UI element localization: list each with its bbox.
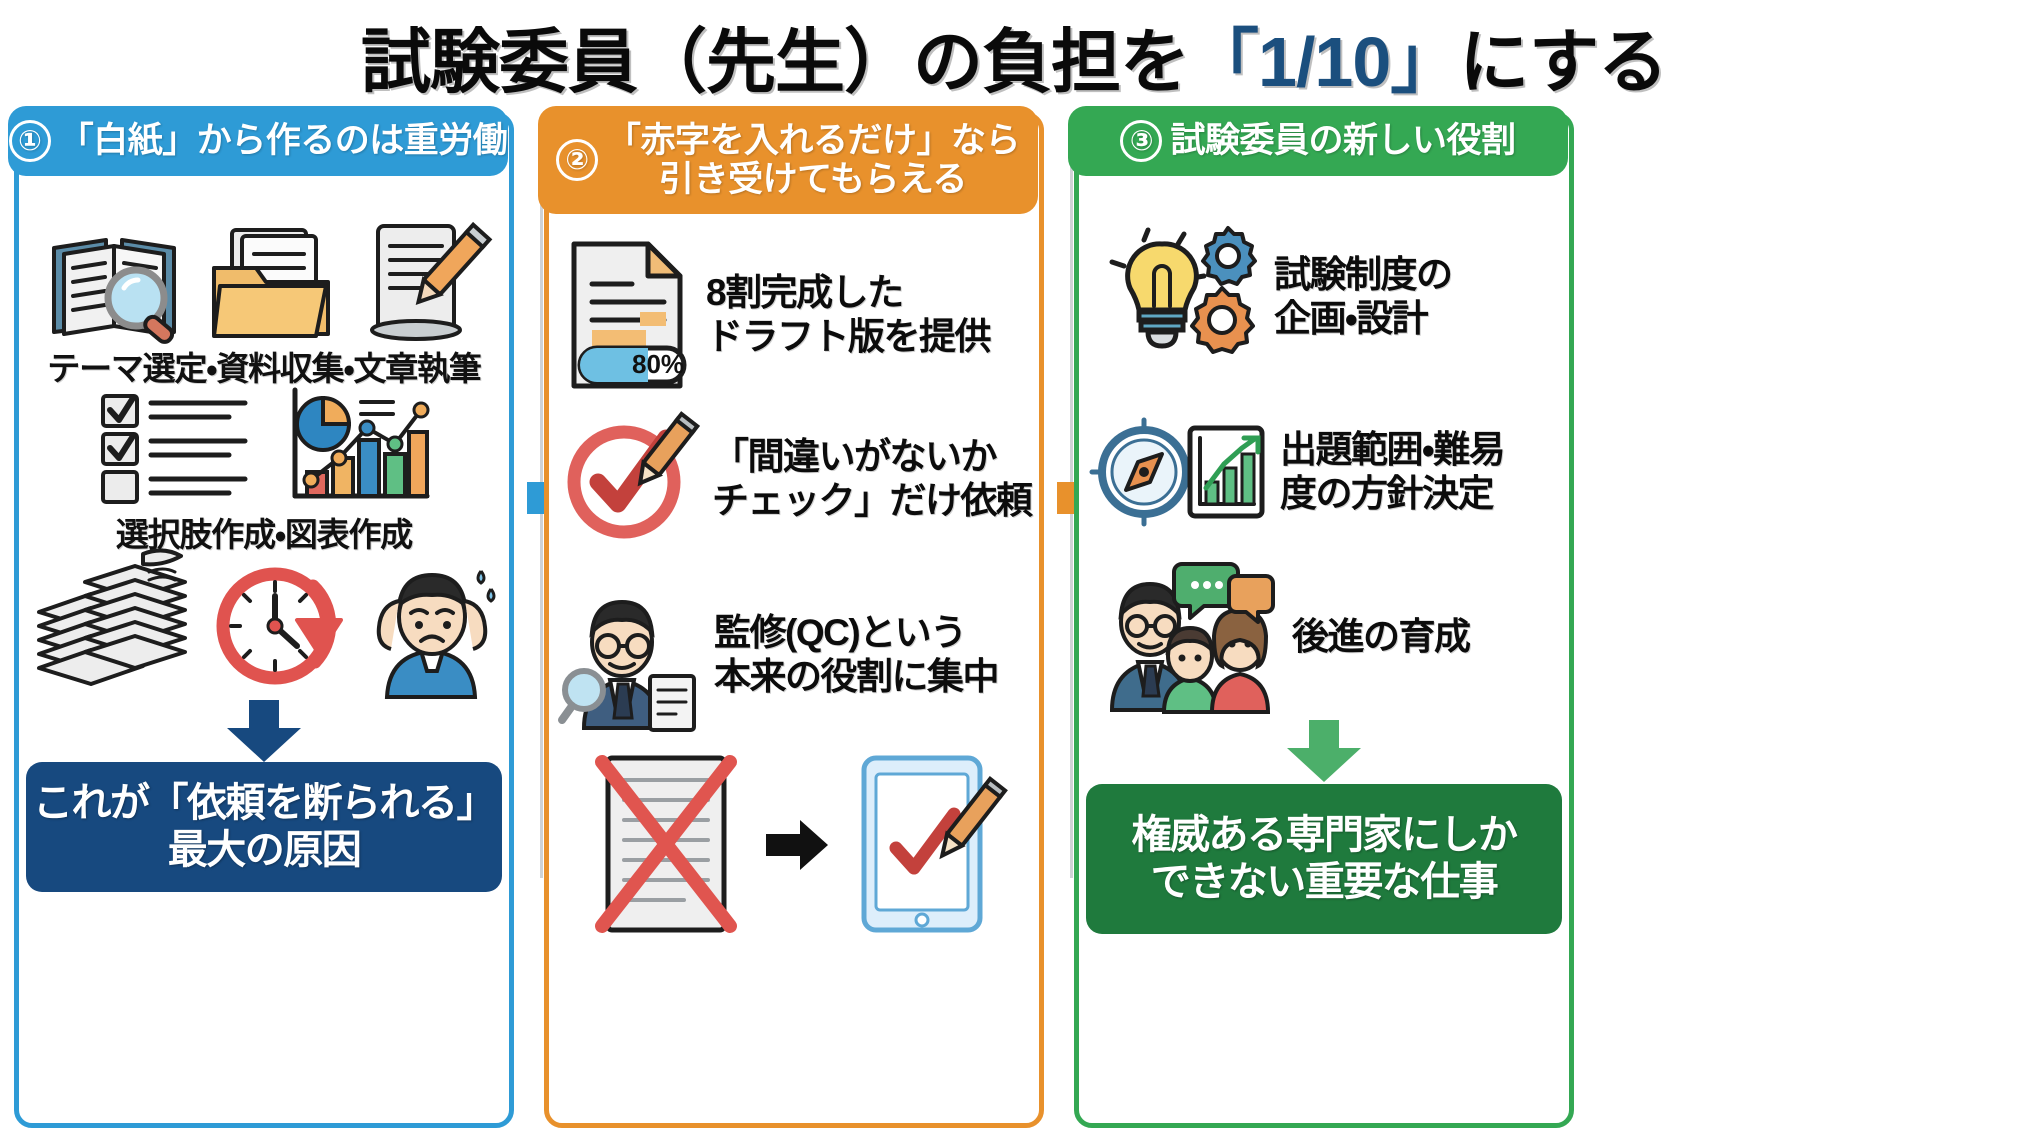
panel-1-icon-row-3 [20,548,508,700]
panel-1-caption-1: テーマ選定・資料収集・文章執筆 [47,350,482,387]
lightbulb-gears-icon [1100,222,1258,372]
panel-2-item-2: 「間違いがないか チェック」だけ依頼 [562,411,1034,546]
panel-3-item-1-line1: 試験制度の [1274,253,1453,295]
panel-container: ① 「白紙」から作るのは重労働 [8,106,2014,1128]
panel-2-item-1-text: 8割完成した ドラフト版を提供 [706,271,992,360]
draft-document-80-icon: 80% [566,240,690,390]
panel-2-number: ② [555,139,598,181]
panel-3-banner-line1: 権威ある専門家にしか [1131,812,1519,857]
panel-1-number: ① [8,120,51,162]
panel-1-banner-line1: これが「依頼を断られる」 [33,780,497,825]
panel-1-banner-line2: 最大の原因 [167,828,362,872]
title-tail: にする [1459,23,1668,101]
book-magnifier-icon [46,226,182,344]
title-accent: 「1/10」 [1189,23,1460,101]
check-circle-pencil-icon [562,411,701,546]
panel-3-item-2-line1: 出題範囲・難易 [1280,428,1506,470]
panel-3-conclusion-banner: 権威ある専門家にしか できない重要な仕事 [1086,784,1562,934]
panel-new-role: ③ 試験委員の新しい役割 [1068,106,1574,1128]
compass-chart-icon [1089,402,1265,542]
document-pencil-icon [364,220,493,344]
panel-solution: ② 「赤字を入れるだけ」なら 引き受けてもらえる [538,106,1044,1128]
panel-2-item-3-text: 監修(QC)という 本来の役割に集中 [714,611,1000,700]
panel-problem: ① 「白紙」から作るのは重労働 [8,106,514,1128]
panel-1-conclusion-banner: これが「依頼を断られる」 最大の原因 [26,762,502,892]
panel-3-item-1-line2: 企画・設計 [1274,298,1429,339]
panel-2-transition-row [554,752,1034,938]
panel-3-header-label: 試験委員の新しい役割 [1170,121,1516,161]
panel-3-down-arrow [1074,720,1574,782]
panel-2-item-3: 監修(QC)という 本来の役割に集中 [558,580,1034,732]
panel-2-header-line1: 「赤字を入れるだけ」なら [605,120,1021,160]
panel-3-item-1: 試験制度の 企画・設計 [1100,222,1566,372]
panel-2-item-1: 80% 8割完成した ドラフト版を提供 [566,240,1034,390]
panel-1-caption-2: 選択肢作成・図表作成 [115,516,413,553]
checklist-icon [99,392,249,504]
panel-2-item-3-line2: 本来の役割に集中 [714,656,1000,697]
panel-3-item-2-text: 出題範囲・難易 度の方針決定 [1280,428,1506,517]
panel-2-header: ② 「赤字を入れるだけ」なら 引き受けてもらえる [538,106,1038,214]
mentor-family-icon [1096,562,1276,714]
folder-documents-icon [210,224,336,344]
chart-graph-icon [289,387,430,504]
crossed-paper-icon [588,752,744,938]
panel-3-item-3-text: 後進の育成 [1292,615,1471,659]
title-lead: 試験委員（先生）の負担を [361,23,1190,101]
tablet-check-pen-icon [850,752,1008,938]
panel-3-item-3-line1: 後進の育成 [1292,615,1471,657]
panel-2-item-2-line2: チェック」だけ依頼 [712,480,1033,521]
panel-3-item-3: 後進の育成 [1096,562,1566,714]
panel-2-item-2-text: 「間違いがないか チェック」だけ依頼 [712,435,1033,524]
down-arrow-green-icon [1287,720,1361,782]
inspector-person-icon [558,580,698,732]
panel-1-down-arrow [14,700,514,762]
page-title: 試験委員（先生）の負担を「1/10」にする [0,6,2028,107]
panel-1-icon-row-1 [24,220,504,344]
panel-1-header-label: 「白紙」から作るのは重労働 [58,121,508,161]
down-arrow-icon [227,700,301,762]
panel-3-number: ③ [1120,120,1163,162]
panel-3-item-1-text: 試験制度の 企画・設計 [1274,253,1453,342]
panel-3-header: ③ 試験委員の新しい役割 [1068,106,1568,176]
panel-2-item-3-line1: 監修(QC)という [714,611,967,653]
stressed-person-icon [369,555,499,699]
panel-2-item-2-line1: 「間違いがないか [712,435,997,477]
panel-1-header: ① 「白紙」から作るのは重労働 [8,106,508,176]
right-arrow-icon [766,820,828,870]
panel-2-item-1-line2: ドラフト版を提供 [706,316,992,357]
paper-stack-icon [29,548,197,700]
panel-3-item-2: 出題範囲・難易 度の方針決定 [1089,402,1566,542]
panel-3-banner-line2: できない重要な仕事 [1150,860,1499,904]
progress-badge-80: 80% [632,349,684,379]
clock-deadline-icon [215,558,351,694]
panel-1-icon-row-2 [24,387,504,504]
panel-3-item-2-line2: 度の方針決定 [1280,473,1495,514]
panel-2-item-1-line1: 8割完成した [706,271,904,313]
panel-2-header-line2: 引き受けてもらえる [659,160,967,199]
